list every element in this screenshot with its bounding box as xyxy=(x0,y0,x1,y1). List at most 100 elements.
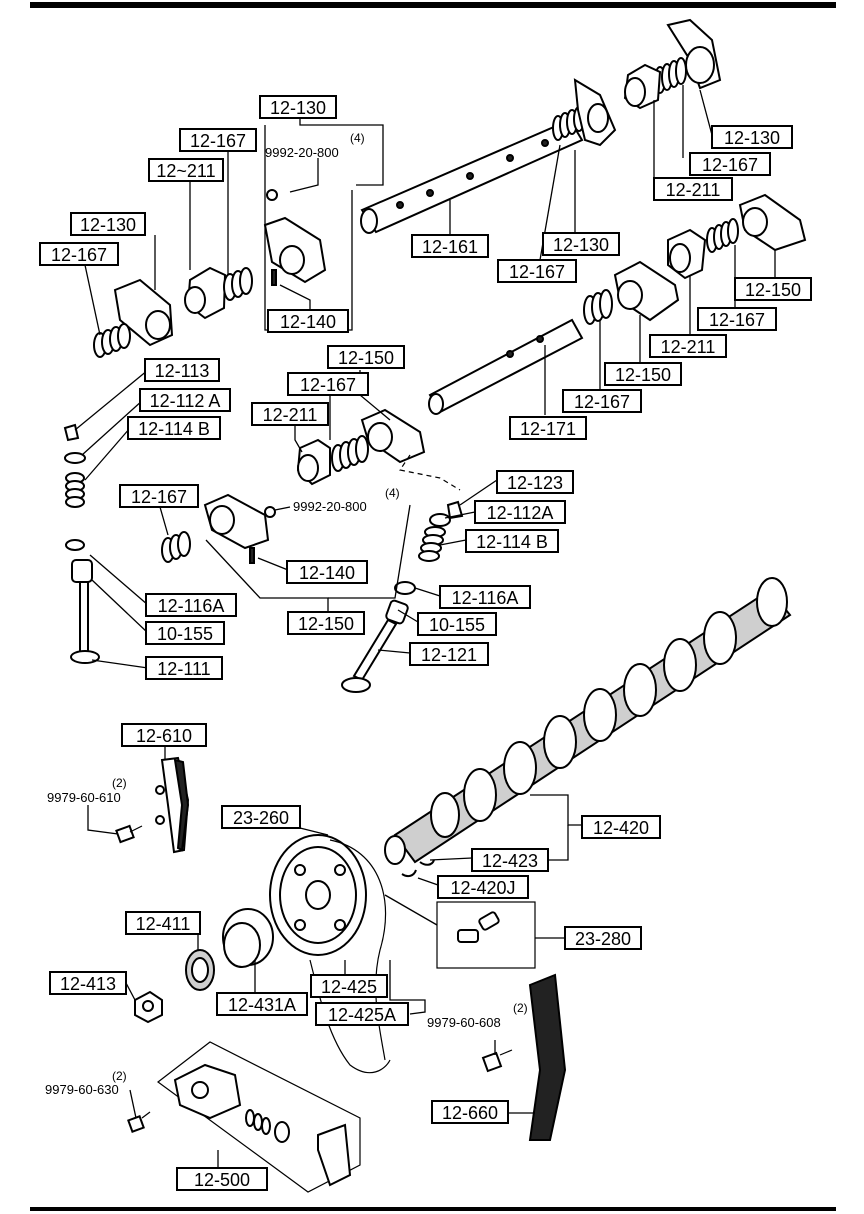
svg-text:12-171: 12-171 xyxy=(520,419,576,439)
svg-text:12-150: 12-150 xyxy=(745,280,801,300)
bolt-630 xyxy=(127,1111,151,1133)
rocker-shaft-upper xyxy=(360,118,584,234)
svg-text:12-140: 12-140 xyxy=(280,312,336,332)
svg-text:12-167: 12-167 xyxy=(509,262,565,282)
label-12-150-b: 12-150 xyxy=(287,611,365,635)
svg-text:12-167: 12-167 xyxy=(190,131,246,151)
label-12-150-r4: 12-150 xyxy=(604,362,682,386)
label-12-130-top: 12-130 xyxy=(259,95,337,119)
rocker-assembly-top-right xyxy=(623,18,722,110)
pn-9979-608: 9979-60-608 xyxy=(427,1015,501,1030)
qty-9992-a: (4) xyxy=(350,131,365,145)
cam-sprocket xyxy=(269,834,367,956)
label-12-150-r: 12-150 xyxy=(734,277,812,301)
svg-text:12-130: 12-130 xyxy=(80,215,136,235)
label-12-167-r2: 12-167 xyxy=(497,259,577,283)
qty-9979-630: (2) xyxy=(112,1069,127,1083)
svg-text:12-211: 12-211 xyxy=(666,180,721,200)
label-12-431A: 12-431A xyxy=(216,992,308,1016)
svg-text:12~211: 12~211 xyxy=(156,161,215,181)
pn-9979-630: 9979-60-630 xyxy=(45,1082,119,1097)
svg-text:12-167: 12-167 xyxy=(574,392,630,412)
label-12-112A-a: 12-112 A xyxy=(139,388,231,412)
label-12-140-a: 12-140 xyxy=(267,309,349,333)
svg-text:12-420: 12-420 xyxy=(593,818,649,838)
bushing-431A xyxy=(222,908,274,968)
chain-link xyxy=(436,901,536,969)
svg-text:12-660: 12-660 xyxy=(442,1103,498,1123)
pn-9979-610: 9979-60-610 xyxy=(47,790,121,805)
label-12-167-c: 12-167 xyxy=(287,372,369,396)
label-12-130-r2: 12-130 xyxy=(542,232,620,256)
svg-text:12-610: 12-610 xyxy=(136,726,192,746)
spring-lower-shaft xyxy=(583,289,613,325)
rocker-assembly-left xyxy=(93,278,174,358)
rocker-assembly-middle xyxy=(296,408,461,491)
svg-text:10-155: 10-155 xyxy=(157,624,213,644)
label-23-280: 23-280 xyxy=(564,926,642,950)
label-12-413: 12-413 xyxy=(49,971,127,995)
svg-text:12-112 A: 12-112 A xyxy=(150,391,221,411)
chain-guide-610 xyxy=(155,756,190,854)
label-12-161: 12-161 xyxy=(411,234,489,258)
label-12-116A-b: 12-116A xyxy=(439,585,531,609)
svg-text:12-150: 12-150 xyxy=(338,348,394,368)
svg-text:23-280: 23-280 xyxy=(575,929,631,949)
label-12-500: 12-500 xyxy=(176,1167,268,1191)
label-12-130-r1: 12-130 xyxy=(711,125,793,149)
svg-text:12-167: 12-167 xyxy=(702,155,758,175)
svg-text:12-167: 12-167 xyxy=(709,310,765,330)
svg-text:12-116A: 12-116A xyxy=(452,588,519,608)
label-12-167-r3: 12-167 xyxy=(697,307,777,331)
label-12-423: 12-423 xyxy=(471,848,549,872)
rocker-assembly-upper-left xyxy=(184,266,253,320)
label-12-660: 12-660 xyxy=(431,1100,509,1124)
rocker-assembly-lower-left xyxy=(161,493,276,564)
svg-text:12-130: 12-130 xyxy=(724,128,780,148)
svg-text:12-112A: 12-112A xyxy=(487,503,554,523)
svg-text:12-123: 12-123 xyxy=(507,473,563,493)
svg-text:12-114 B: 12-114 B xyxy=(138,419,210,439)
svg-text:12-130: 12-130 xyxy=(553,235,609,255)
svg-text:12-167: 12-167 xyxy=(300,375,356,395)
label-12-167-b: 12-167 xyxy=(39,242,119,266)
label-12-171: 12-171 xyxy=(509,416,587,440)
camshaft xyxy=(384,577,792,878)
svg-text:12-420J: 12-420J xyxy=(450,878,515,898)
label-12-123: 12-123 xyxy=(496,470,574,494)
label-10-155-a: 10-155 xyxy=(145,621,225,645)
shaft-bracket-upper xyxy=(573,78,617,147)
chain-tensioner xyxy=(157,1041,361,1193)
label-12-114B-b: 12-114 B xyxy=(465,529,559,553)
label-12-211-c: 12-211 xyxy=(251,402,329,426)
top-rule xyxy=(30,2,836,8)
label-12-411: 12-411 xyxy=(125,911,201,935)
label-12-140-b: 12-140 xyxy=(286,560,368,584)
svg-text:12-425A: 12-425A xyxy=(328,1005,396,1025)
bolt-610 xyxy=(115,824,143,844)
svg-text:12-167: 12-167 xyxy=(51,245,107,265)
svg-text:23-260: 23-260 xyxy=(233,808,289,828)
nut-413 xyxy=(134,990,163,1024)
svg-text:12-211: 12-211 xyxy=(661,337,716,357)
label-12-420J: 12-420J xyxy=(437,875,529,899)
svg-text:12-431A: 12-431A xyxy=(228,995,296,1015)
svg-text:12-211: 12-211 xyxy=(263,405,318,425)
pn-9992-a: 9992-20-800 xyxy=(265,145,339,160)
label-10-155-b: 10-155 xyxy=(417,612,497,636)
svg-text:12-423: 12-423 xyxy=(482,851,538,871)
svg-text:12-130: 12-130 xyxy=(270,98,326,118)
svg-text:12-111: 12-111 xyxy=(157,659,210,679)
rocker-shaft-lower xyxy=(428,318,584,415)
label-12-167-r4: 12-167 xyxy=(562,389,642,413)
label-12-425: 12-425 xyxy=(310,974,388,998)
svg-text:10-155: 10-155 xyxy=(429,615,485,635)
rocker-arm-in-box xyxy=(263,189,327,286)
gear-411 xyxy=(185,949,215,991)
svg-text:12-167: 12-167 xyxy=(131,487,187,507)
qty-9979-608: (2) xyxy=(513,1001,528,1015)
svg-text:12-500: 12-500 xyxy=(194,1170,250,1190)
svg-text:12-150: 12-150 xyxy=(298,614,354,634)
chain-guide-660 xyxy=(528,973,567,1141)
qty-9992-b: (4) xyxy=(385,486,400,500)
